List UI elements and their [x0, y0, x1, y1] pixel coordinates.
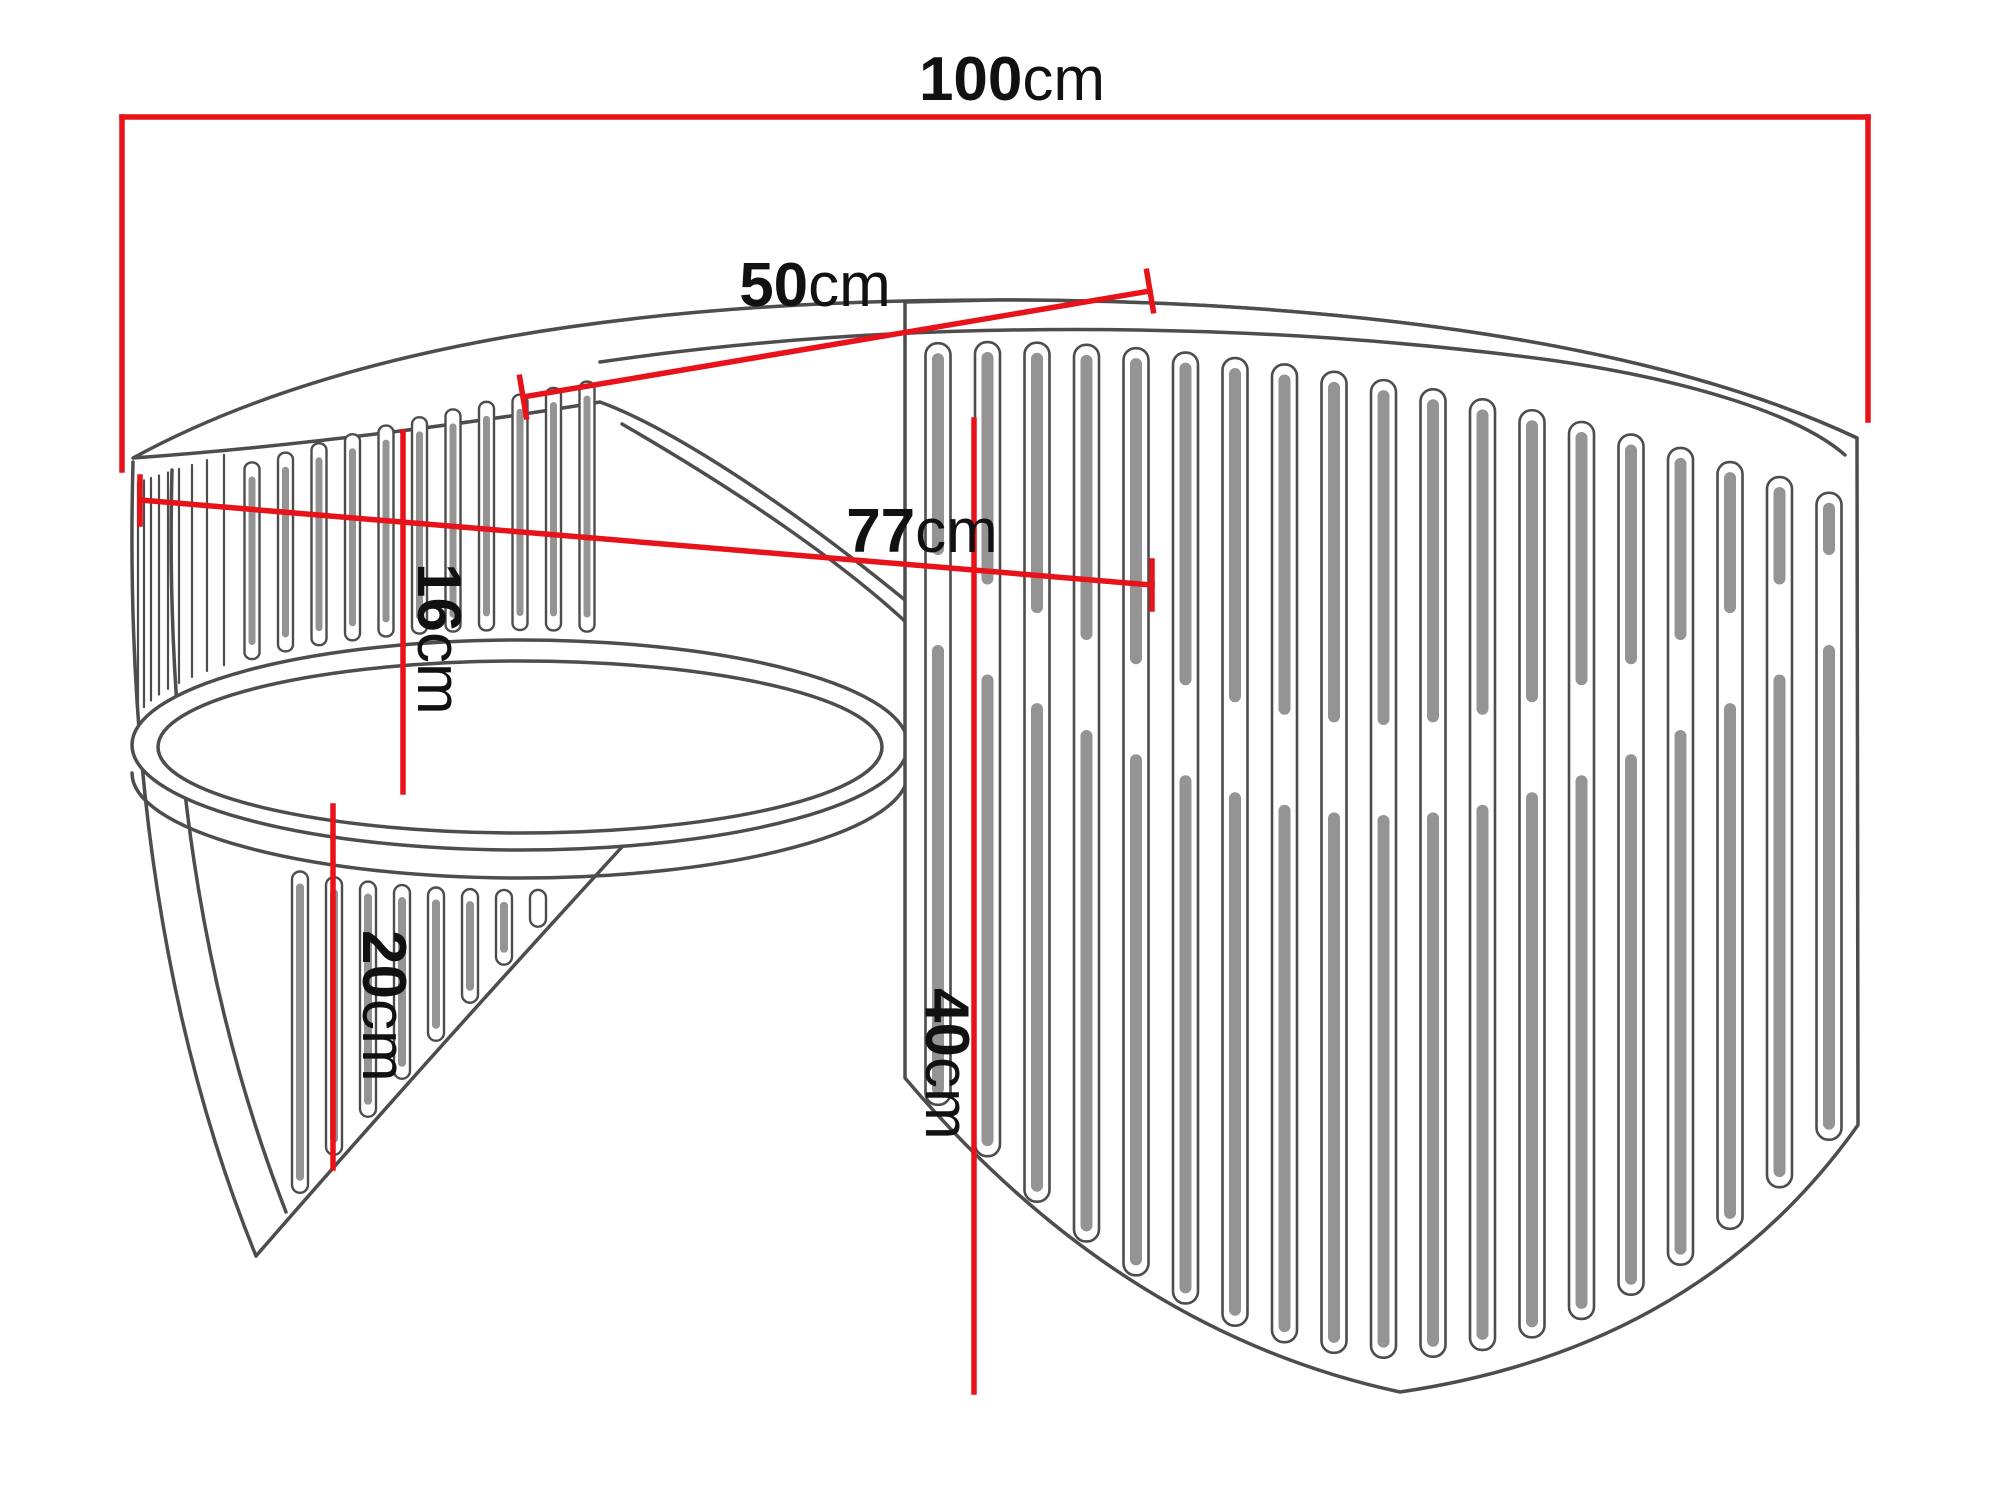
- slat-shading: [932, 353, 944, 555]
- dim-depth-label: 50cm: [739, 251, 891, 320]
- dim-depth-line: [519, 287, 1154, 401]
- slat-shading: [981, 674, 994, 1147]
- shelf-front-band: [130, 771, 910, 880]
- slat-shading: [1724, 703, 1736, 1219]
- tabletop-inner-rim: [598, 327, 1847, 457]
- slat-shading: [1179, 362, 1192, 686]
- shelf-inner-rim: [156, 659, 884, 835]
- slat-shading: [1080, 354, 1093, 640]
- slat-shading: [1575, 431, 1588, 686]
- slat-shading: [1625, 444, 1637, 665]
- left-bottom-rim: [254, 834, 634, 1258]
- slat-shading: [364, 893, 372, 1105]
- slat-shading: [500, 901, 508, 953]
- slat-shading: [315, 457, 323, 632]
- slat-shading: [1328, 381, 1340, 723]
- slat-shading: [1130, 358, 1142, 665]
- dim-height-label: 40cm: [912, 988, 981, 1140]
- slat-shading: [1278, 804, 1291, 1333]
- dim-inner-width-line: [137, 497, 1155, 588]
- slat-shading: [1674, 457, 1687, 640]
- slat-shading: [1278, 374, 1291, 715]
- tabletop-edge-band: [620, 422, 910, 626]
- slat-shading: [282, 466, 289, 638]
- slat-shading: [1526, 420, 1538, 703]
- slat-shading: [432, 899, 440, 1029]
- slat-shading: [1328, 812, 1340, 1343]
- slat-shading: [1476, 409, 1489, 715]
- slat-shading: [1229, 368, 1241, 703]
- left-outer-edge: [130, 460, 258, 1258]
- slat-shading: [981, 352, 994, 585]
- left-lower-slats: [290, 870, 548, 1195]
- slat-shading: [1476, 804, 1489, 1340]
- slat-shading: [1031, 352, 1043, 614]
- dim-inner-width-label: 77cm: [846, 497, 998, 566]
- slat-outline: [528, 888, 548, 928]
- slat-shading: [382, 439, 390, 623]
- dim-depth-tick-left: [516, 374, 530, 420]
- slat-shading: [1229, 792, 1241, 1316]
- slat-shading: [296, 883, 304, 1181]
- slat-shading: [516, 408, 524, 616]
- slat-shading: [1427, 812, 1439, 1347]
- slat-shading: [1130, 754, 1142, 1266]
- slat-shading: [1377, 815, 1390, 1348]
- slat-shading: [1377, 390, 1390, 725]
- slat-shading: [1625, 754, 1637, 1285]
- slat-shading: [398, 897, 406, 1067]
- slat-shading: [1080, 730, 1093, 1232]
- dim-depth-tick-right: [1143, 268, 1157, 314]
- dim-width-label: 100cm: [919, 45, 1105, 114]
- dimension-lines: [119, 114, 1871, 1395]
- slat-shading: [1674, 730, 1687, 1255]
- slat-shading: [1575, 775, 1588, 1309]
- slat-shading: [1823, 645, 1835, 1130]
- slat-shading: [449, 423, 457, 618]
- slat-shading: [1724, 472, 1736, 614]
- slat-shading: [1031, 703, 1043, 1192]
- left-edge-slat-lines: [136, 453, 226, 716]
- dim-leg-height-label: 20cm: [349, 930, 418, 1082]
- slat-shading: [248, 476, 256, 646]
- right-drum-slats: [924, 340, 1843, 1359]
- slat-shading: [1773, 487, 1786, 585]
- shelf: [130, 638, 910, 880]
- slat-shading: [1427, 399, 1439, 723]
- slat-shading: [1526, 792, 1538, 1328]
- right-drum: [598, 298, 1860, 1394]
- left-inner-edge: [169, 468, 288, 1214]
- slat-shading: [1179, 775, 1192, 1294]
- slat-shading: [483, 415, 490, 617]
- slat-shading: [1823, 502, 1835, 555]
- dimension-labels: 100cm 50cm 77cm 16cm 20cm 40cm: [349, 45, 1105, 1140]
- slat-shading: [349, 448, 356, 627]
- shelf-top: [130, 638, 910, 852]
- slat-shading: [932, 645, 944, 1095]
- dim-shelf-gap-label: 16cm: [404, 563, 473, 715]
- slat-shading: [1773, 674, 1786, 1178]
- slat-shading: [550, 401, 557, 617]
- slat-shading: [583, 395, 591, 618]
- slat-shading: [466, 901, 474, 991]
